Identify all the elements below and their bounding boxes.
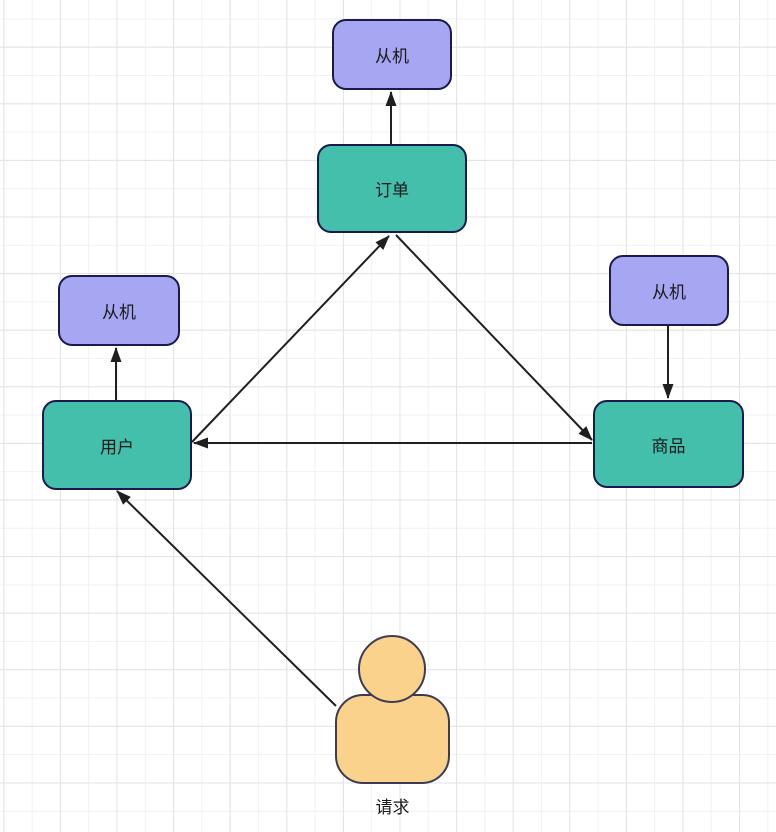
node-order-label: 订单 (375, 181, 409, 200)
node-order[interactable]: 订单 (317, 144, 467, 233)
person-head-icon[interactable] (358, 635, 426, 703)
edge-user-to-order[interactable] (191, 235, 390, 443)
node-user-label: 用户 (100, 437, 134, 457)
edge-order-to-product[interactable] (395, 234, 593, 441)
actor-label: 请求 (375, 798, 410, 817)
node-slave-right-label: 从机 (652, 283, 686, 302)
node-slave-top-label: 从机 (375, 47, 409, 66)
node-product-label: 商品 (651, 436, 686, 456)
node-slave-left[interactable]: 从机 (58, 275, 180, 346)
edge-request-to-user[interactable] (116, 490, 337, 707)
node-slave-right[interactable]: 从机 (609, 255, 729, 326)
person-icon[interactable] (335, 694, 450, 784)
node-slave-top[interactable]: 从机 (332, 19, 452, 90)
node-product[interactable]: 商品 (593, 400, 744, 488)
node-slave-left-label: 从机 (102, 303, 136, 322)
node-user[interactable]: 用户 (42, 400, 192, 490)
